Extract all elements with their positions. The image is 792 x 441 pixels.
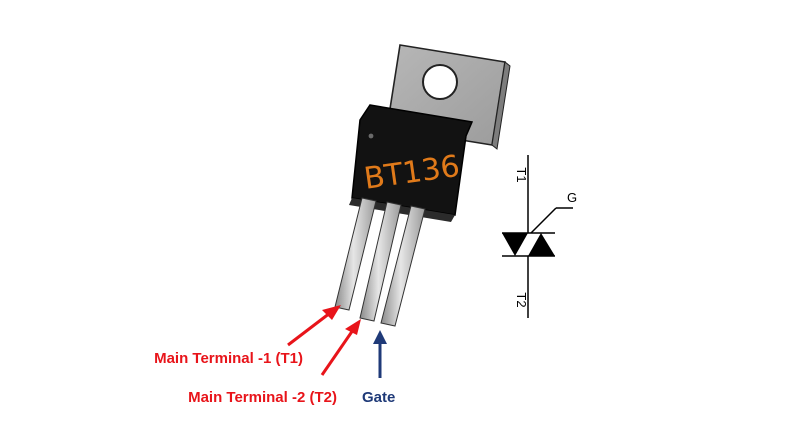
symbol-t1-label: T1 <box>514 167 529 182</box>
mounting-hole <box>422 64 458 100</box>
pin1-dot <box>368 133 374 139</box>
triac-symbol: T1 G T2 <box>502 155 577 318</box>
t2-arrow <box>320 319 361 376</box>
gate-label: Gate <box>362 389 395 406</box>
gate-arrow <box>373 330 387 378</box>
component-body: BT136 <box>349 104 474 222</box>
t1-arrow <box>287 305 341 347</box>
symbol-t2-label: T2 <box>514 292 529 307</box>
t1-label: Main Terminal -1 (T1) <box>154 350 303 367</box>
t2-label: Main Terminal -2 (T2) <box>188 389 337 406</box>
symbol-g-label: G <box>567 190 577 205</box>
leads <box>334 197 426 327</box>
